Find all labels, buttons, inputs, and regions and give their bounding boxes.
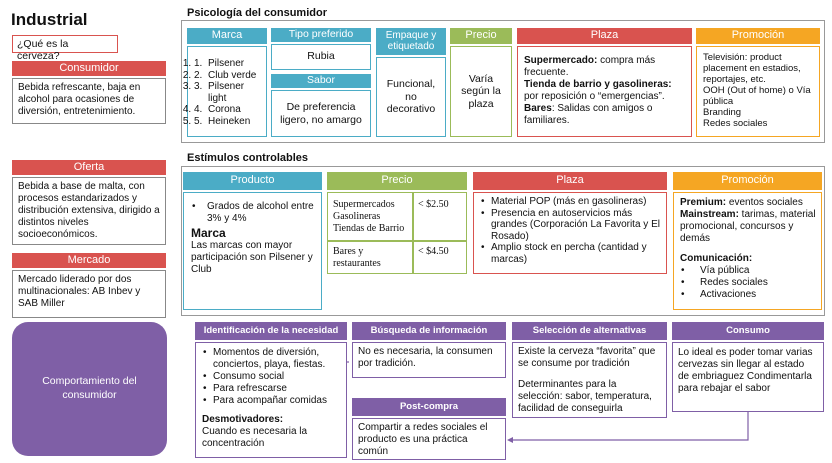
identificacion-list: Momentos de diversión, conciertos, playa… [202, 347, 342, 407]
list-item: 1.Pilsener [194, 58, 262, 70]
est-producto-marca-text: Las marcas con mayor participación son P… [191, 240, 313, 276]
oferta-text: Bebida a base de malta, con procesos est… [18, 181, 160, 240]
psi-tipo-value: Rubia [307, 50, 335, 63]
est-plaza-list: Material POP (más en gasolineras) Presen… [480, 196, 662, 265]
seleccion-text-2: Determinantes para la selección: sabor, … [518, 379, 652, 414]
psi-promo-line: OOH (Out of home) o Vía pública [703, 84, 811, 107]
seleccion-text-1: Existe la cerveza “favorita” que se cons… [518, 346, 656, 369]
est-promo-premium: Premium: eventos sociales [680, 197, 803, 208]
page-title: Industrial [11, 10, 88, 29]
desmotivadores-title: Desmotivadores: [202, 414, 284, 425]
list-item: Para refrescarse [202, 383, 342, 395]
psi-promo-line: Televisión: product placement en estadio… [703, 52, 801, 85]
consumidor-header: Consumidor [12, 61, 166, 76]
question-box: ¿Qué es la cerveza? [12, 35, 118, 62]
psi-plaza-tienda: Tienda de barrio y gasolineras: por repo… [524, 79, 672, 102]
oferta-box: Bebida a base de malta, con procesos est… [12, 177, 166, 245]
mercado-header: Mercado [12, 253, 166, 268]
postcompra-text: Compartir a redes sociales el producto e… [358, 422, 488, 457]
postcompra-box: Compartir a redes sociales el producto e… [352, 418, 506, 460]
list-item: Material POP (más en gasolineras) [480, 196, 662, 208]
est-precio-header: Precio [327, 172, 467, 190]
list-item: Para acompañar comidas [202, 395, 342, 407]
consumo-text: Lo ideal es poder tomar varias cervezas … [678, 347, 813, 394]
psi-plaza-supermercado: Supermercado: compra más frecuente. [524, 55, 656, 78]
identificacion-header: Identificación de la necesidad [195, 322, 347, 340]
consumidor-text: Bebida refrescante, baja en alcohol para… [18, 82, 141, 117]
busqueda-header: Búsqueda de información [352, 322, 506, 340]
psi-plaza-box: Supermercado: compra más frecuente. Tien… [517, 46, 692, 137]
seleccion-header: Selección de alternativas [512, 322, 667, 340]
busqueda-box: No es necesaria, la consumen por tradici… [352, 342, 506, 378]
psi-marca-list: 1.Pilsener 2.Club verde 3.Pilsener light… [194, 58, 262, 127]
psi-promo-line: Redes sociales [703, 117, 768, 129]
psi-precio-box: Varía según la plaza [450, 46, 512, 137]
list-item: 5.Heineken [194, 116, 262, 128]
comportamiento-label: Comportamiento del consumidor [42, 375, 137, 401]
psi-empaque-box: Funcional, no decorativo [376, 57, 446, 137]
est-plaza-box: Material POP (más en gasolineras) Presen… [473, 192, 667, 274]
est-precio-divider-v [412, 193, 414, 273]
est-producto-list: Grados de alcohol entre 3% y 4% [191, 201, 316, 225]
psi-sabor-value: De preferencia ligero, no amargo [280, 100, 362, 126]
arrow-head-postcompra [507, 437, 513, 443]
psi-precio-header: Precio [450, 28, 512, 44]
est-precio-row1-left: Supermercados Gasolineras Tiendas de Bar… [333, 199, 405, 234]
est-plaza-header: Plaza [473, 172, 667, 190]
mercado-box: Mercado liderado por dos multinacionales… [12, 270, 166, 318]
psicologia-title: Psicología del consumidor [187, 7, 327, 19]
est-precio-row2-right: < $4.50 [418, 246, 449, 257]
est-producto-box: Grados de alcohol entre 3% y 4% Marca La… [183, 192, 322, 310]
psi-marca-header: Marca [187, 28, 267, 44]
list-item: Amplio stock en percha (cantidad y marca… [480, 242, 662, 265]
psi-sabor-header: Sabor [271, 74, 371, 88]
psi-marca-box: 1.Pilsener 2.Club verde 3.Pilsener light… [187, 46, 267, 137]
list-item: Vía pública [680, 265, 817, 277]
consumidor-box: Bebida refrescante, baja en alcohol para… [12, 78, 166, 124]
list-item: Presencia en autoservicios más grandes (… [480, 208, 662, 243]
psi-tipo-header: Tipo preferido [271, 28, 371, 42]
est-promo-box: Premium: eventos sociales Mainstream: ta… [673, 192, 822, 310]
psi-precio-value: Varía según la plaza [461, 72, 501, 110]
est-promo-com-title: Comunicación: [680, 253, 753, 264]
list-item: 3.Pilsener light [194, 81, 262, 104]
psi-empaque-header: Empaque y etiquetado [376, 28, 446, 55]
estimulos-title: Estímulos controlables [187, 152, 309, 164]
desmotivadores-text: Cuando es necesaria la concentración [202, 426, 308, 449]
list-item: Activaciones [680, 289, 817, 301]
mercado-text: Mercado liderado por dos multinacionales… [18, 274, 141, 309]
psi-plaza-bares: Bares: Salidas con amigos o familiares. [524, 103, 653, 126]
consumo-box: Lo ideal es poder tomar varias cervezas … [672, 342, 824, 412]
est-precio-box [327, 192, 467, 274]
question-text: ¿Qué es la cerveza? [17, 38, 69, 62]
identificacion-box: Momentos de diversión, conciertos, playa… [195, 342, 347, 458]
psi-sabor-box: De preferencia ligero, no amargo [271, 90, 371, 137]
psi-promo-line: Branding [703, 106, 742, 118]
est-producto-marca-title: Marca [191, 226, 226, 240]
psi-empaque-value: Funcional, no decorativo [386, 78, 436, 116]
list-item: Momentos de diversión, conciertos, playa… [202, 347, 342, 371]
est-promo-mainstream: Mainstream: tarimas, material promociona… [680, 209, 816, 244]
oferta-header: Oferta [12, 160, 166, 175]
list-item: Consumo social [202, 371, 342, 383]
psi-promo-box: Televisión: product placement en estadio… [696, 46, 820, 137]
busqueda-text: No es necesaria, la consumen por tradici… [358, 346, 493, 369]
list-item: Redes sociales [680, 277, 817, 289]
seleccion-box: Existe la cerveza “favorita” que se cons… [512, 342, 667, 418]
consumo-header: Consumo [672, 322, 824, 340]
list-item: Grados de alcohol entre 3% y 4% [191, 201, 316, 225]
comportamiento-box: Comportamiento del consumidor [12, 322, 167, 456]
list-item: 2.Club verde [194, 70, 262, 82]
psi-plaza-header: Plaza [517, 28, 692, 44]
est-promo-header: Promoción [673, 172, 822, 190]
list-item: 4.Corona [194, 104, 262, 116]
est-producto-header: Producto [183, 172, 322, 190]
est-precio-row1-right: < $2.50 [418, 199, 449, 210]
est-promo-com-list: Vía pública Redes sociales Activaciones [680, 265, 817, 301]
est-precio-row2-left: Bares y restaurantes [333, 246, 381, 269]
psi-promo-header: Promoción [696, 28, 820, 44]
psi-tipo-box: Rubia [271, 44, 371, 70]
est-precio-divider-h [328, 240, 466, 242]
postcompra-header: Post-compra [352, 398, 506, 416]
